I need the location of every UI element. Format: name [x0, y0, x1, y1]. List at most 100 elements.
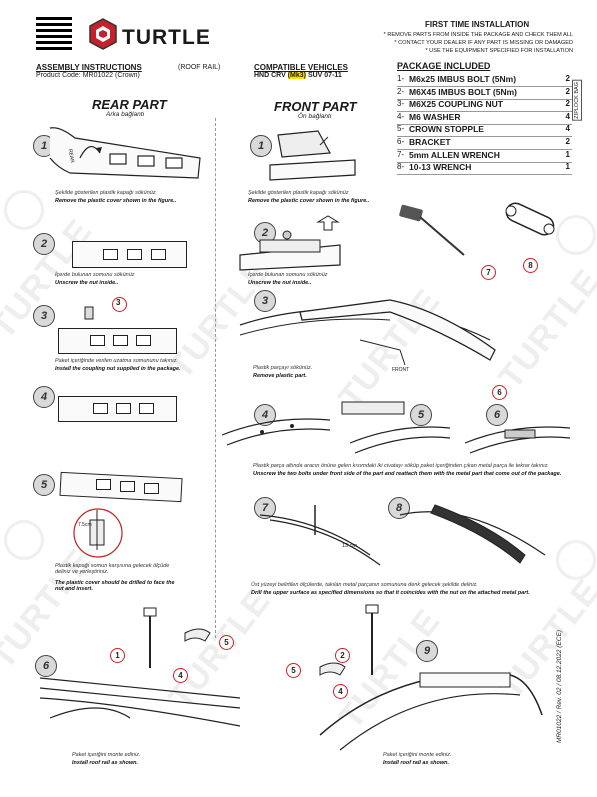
part-callout-3: M6X25 COUPLING NUT	[112, 297, 127, 312]
package-title: PACKAGE INCLUDED	[397, 61, 491, 71]
front-step456-caption-en: Unscrew the two bolts under front side o…	[253, 471, 562, 477]
column-divider	[215, 118, 216, 638]
front-step-number-7: 7	[254, 497, 276, 519]
rear-step3-slot	[113, 335, 128, 346]
front-step4-rail-drawing	[221, 418, 331, 446]
first-install-line: * USE THE EQUIPMENT SPECIFIED FOR INSTAL…	[425, 48, 573, 54]
bottom-left-caption-tr: Paket içeriğini monte ediniz.	[72, 752, 141, 758]
bottom-right-caption-tr: Paket içeriğini monte ediniz.	[383, 752, 452, 758]
package-item-num: 2-	[397, 86, 405, 96]
rear-step3-caption-en: Install the coupling nut supplied in the…	[55, 366, 181, 372]
bottom-right-roof-drawing	[319, 604, 543, 751]
package-item-num: 6-	[397, 137, 405, 146]
package-item-qty: 4	[565, 111, 570, 121]
package-item-num: 8-	[397, 162, 405, 172]
part-callout-4: 4	[173, 668, 188, 683]
bracket-icon	[341, 401, 405, 415]
front-step-number-4: 4	[254, 404, 276, 426]
front-step5-rail-drawing	[349, 426, 451, 454]
rear-step1-rail-drawing	[49, 127, 201, 179]
roof-rail-label: (ROOF RAIL)	[178, 64, 221, 71]
front-step2-nut-drawing	[239, 215, 341, 271]
front-step3-caption-en: Remove plastic part.	[253, 373, 307, 379]
rear-step3-slot	[136, 335, 151, 346]
first-install-line: * REMOVE PARTS FROM INSIDE THE PACKAGE A…	[383, 32, 573, 38]
front-step1-cover-drawing	[269, 130, 356, 181]
first-install-title: FIRST TIME INSTALLATION	[425, 20, 530, 29]
rear-step3-caption-tr: Paket içeriğinde verilen uzatma somununu…	[55, 358, 178, 364]
package-item: 1-M6x25 IMBUS BOLT (5Nm)2	[397, 74, 572, 87]
bottom-right-caption-en: Install roof rail as shown.	[383, 760, 450, 766]
part-callout-7: 7	[481, 265, 496, 280]
package-item-qty: 2	[565, 99, 570, 109]
package-side-label: ZIPLOCK BAG	[572, 80, 582, 121]
revision-label: MR01022 / Rev. 02 / 08.12.2022 (ECE)	[556, 630, 563, 743]
package-item-name: BRACKET	[409, 137, 451, 147]
rear-step3-slot	[90, 335, 105, 346]
bottom-left-step-number: 6	[35, 655, 57, 677]
first-install-line: * CONTACT YOUR DEALER IF ANY PART IS MIS…	[394, 40, 573, 46]
front-dim-label: 13 cm	[342, 543, 357, 549]
package-item: 2-M6X45 IMBUS BOLT (5Nm)2	[397, 87, 572, 100]
package-item-qty: 1	[565, 162, 570, 172]
package-item-name: M6X25 COUPLING NUT	[409, 99, 503, 110]
part-callout-8: 8	[523, 258, 538, 273]
vehicle-suffix: SUV 07-11	[306, 72, 342, 79]
bottom-left-caption-en: Install roof rail as shown.	[72, 760, 139, 766]
rear-step5-slot	[96, 479, 111, 490]
front-step-number: 1	[250, 135, 272, 157]
qr-code-icon	[36, 14, 72, 50]
package-item: 8- 10-13 WRENCH 1	[397, 162, 572, 176]
rear-part-title: REAR PART	[92, 97, 167, 112]
part-callout-5: 5	[219, 635, 234, 650]
rear-step2-caption-tr: İçerde bulunan somunu sökünüz	[55, 272, 135, 278]
package-item-qty: 2	[565, 74, 570, 83]
vehicle-prefix: HND CRV	[254, 72, 288, 79]
rear-step1-caption-en: Remove the plastic cover shown in the fi…	[55, 198, 177, 204]
rear-step-number: 2	[33, 233, 55, 255]
rear-step-number: 3	[33, 305, 55, 327]
compatible-title: COMPATIBLE VEHICLES	[254, 63, 348, 72]
front-step78-caption-tr: Üst yüzeyi belirtilen ölçülerde, takılan…	[251, 582, 478, 588]
drill-detail-drawing	[73, 508, 123, 558]
front-step3-roof-drawing	[239, 299, 496, 366]
package-item-num: 5-	[397, 124, 405, 134]
part-callout-6: 6	[492, 385, 507, 400]
front-step1-caption-tr: Şekilde gösterilen plastik kapağı sökünü…	[248, 190, 349, 196]
rear-step-number: 4	[33, 386, 55, 408]
front-step2-caption-tr: İçerde bulunan somunu sökünüz	[248, 272, 328, 278]
front-step6-rail-drawing	[464, 426, 571, 454]
rear-dim-label: 7.5cm	[78, 522, 92, 528]
front-step456-caption-tr: Plastik parça altında aracın önüne gelen…	[253, 463, 549, 469]
rear-step4-slot	[93, 403, 108, 414]
bottom-right-step-number: 9	[416, 640, 438, 662]
front-step2-caption-en: Unscrew the nut inside..	[248, 280, 312, 286]
vehicle-mk: (Mk3)	[287, 72, 306, 79]
package-item-num: 7-	[397, 149, 405, 159]
rear-step4-slot	[139, 403, 154, 414]
package-item-qty: 2	[565, 137, 570, 146]
wrench-10-13-icon	[505, 202, 555, 236]
allen-wrench-icon	[399, 204, 465, 256]
front-step78-caption-en: Drill the upper surface as specified dim…	[251, 590, 530, 596]
bottom-left-roof-drawing	[39, 607, 241, 727]
rear-step-number: 5	[33, 474, 55, 496]
rear-step2-slot	[103, 249, 118, 260]
front-part-title: FRONT PART	[274, 99, 357, 114]
product-code: Product Code: MR01022 (Crown)	[36, 72, 140, 79]
package-item-qty: 4	[565, 124, 570, 134]
front-label: FRONT	[392, 367, 410, 373]
watermark-hex-icon	[556, 215, 596, 255]
part-callout-4: 4	[333, 684, 348, 699]
part-callout-5: 5	[286, 663, 301, 678]
watermark-hex-icon	[4, 520, 44, 560]
front-step-number-5: 5	[410, 404, 432, 426]
rear-step5-slot	[120, 481, 135, 492]
package-item-num: 4-	[397, 111, 405, 121]
package-item-name: 10-13 WRENCH	[409, 162, 472, 173]
rear-step5-slot	[144, 483, 159, 494]
watermark-hex-icon	[556, 540, 596, 580]
